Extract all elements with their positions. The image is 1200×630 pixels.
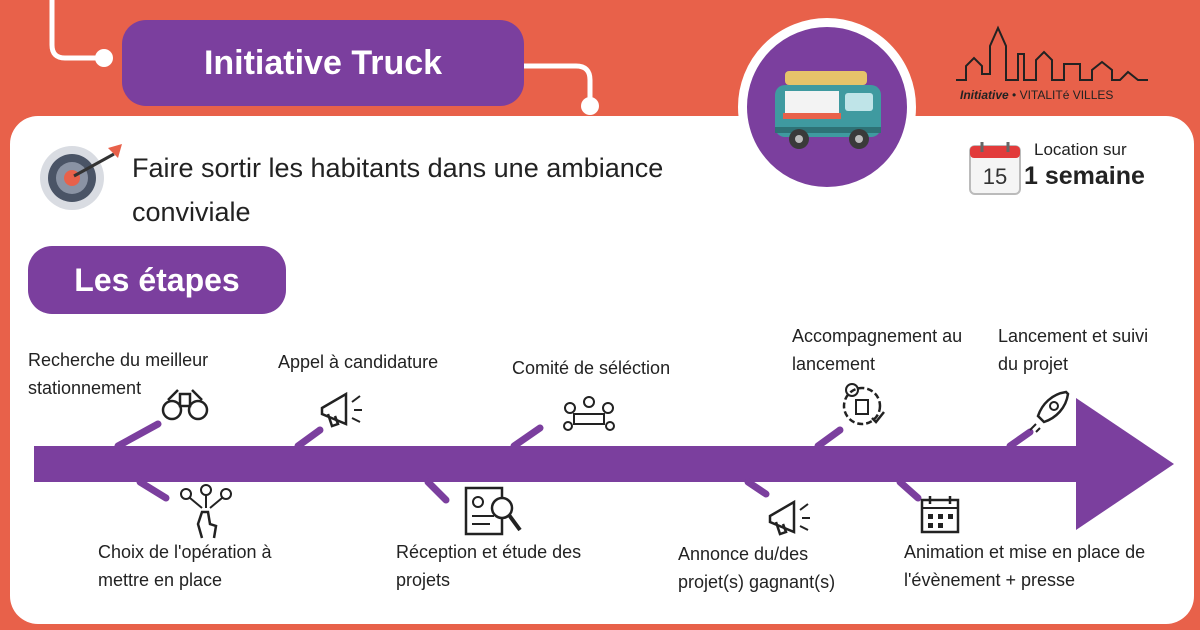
section-title: Les étapes xyxy=(74,261,240,298)
step-top-3: Comité de séléction xyxy=(512,354,670,382)
step-top-5-line1: Lancement et suivi xyxy=(998,326,1149,346)
rocket-icon xyxy=(1029,390,1070,433)
document-search-icon xyxy=(464,486,522,536)
step-bottom-4-line2: l'évènement + presse xyxy=(904,570,1076,590)
calendar-icon: 15 xyxy=(968,140,1022,196)
meeting-table-icon xyxy=(563,396,615,431)
event-calendar-icon xyxy=(920,496,960,534)
step-bottom-1: Choix de l'opération à mettre en place xyxy=(98,538,272,594)
step-top-4-line1: Accompagnement au xyxy=(792,326,963,346)
step-bottom-4-line1: Animation et mise en place de xyxy=(904,542,1146,562)
title-pill: Initiative Truck xyxy=(122,20,524,106)
logo-tagline: VITALITé VILLES xyxy=(1019,88,1114,102)
logo-initiative: Initiative xyxy=(960,88,1009,102)
food-truck-icon xyxy=(775,71,881,149)
step-bottom-3: Annonce du/des projet(s) gagnant(s) xyxy=(678,540,835,596)
step-bottom-2: Réception et étude des projets xyxy=(396,538,581,594)
step-top-1-line1: Recherche du meilleur xyxy=(28,350,209,370)
step-top-1: Recherche du meilleur stationnement xyxy=(28,346,208,402)
step-bottom-4: Animation et mise en place de l'évènemen… xyxy=(904,538,1145,594)
step-bottom-2-line1: Réception et étude des xyxy=(396,542,582,562)
location-value: 1 semaine xyxy=(1024,162,1145,190)
calendar-day: 15 xyxy=(983,164,1007,189)
page-title: Initiative Truck xyxy=(203,43,443,82)
objective-text: Faire sortir les habitants dans une ambi… xyxy=(132,153,664,227)
step-bottom-1-line1: Choix de l'opération à xyxy=(98,542,272,562)
step-top-3-line1: Comité de séléction xyxy=(512,358,671,378)
truck-badge xyxy=(738,18,916,196)
step-bottom-3-line1: Annonce du/des xyxy=(678,544,809,564)
vitalite-villes-logo xyxy=(956,25,1148,81)
step-top-4: Accompagnement au lancement xyxy=(792,322,962,378)
target-icon xyxy=(40,144,122,210)
logo-dot: • xyxy=(1012,88,1020,102)
steps-section-pill: Les étapes xyxy=(28,246,286,314)
logo-text: Initiative • VITALITé VILLES xyxy=(960,88,1113,102)
binoculars-icon xyxy=(161,389,209,421)
content-card xyxy=(10,116,1194,624)
hand-choice-icon xyxy=(180,484,232,539)
megaphone-icon-2 xyxy=(768,499,810,536)
step-top-2: Appel à candidature xyxy=(278,348,438,376)
location-label: Location sur xyxy=(1034,140,1127,159)
step-top-4-line2: lancement xyxy=(792,354,876,374)
step-bottom-1-line2: mettre en place xyxy=(98,570,223,590)
step-bottom-2-line2: projets xyxy=(396,570,451,590)
gear-support-icon xyxy=(842,383,885,426)
step-top-5-line2: du projet xyxy=(998,354,1069,374)
step-top-1-line2: stationnement xyxy=(28,378,142,398)
step-top-5: Lancement et suivi du projet xyxy=(998,322,1148,378)
megaphone-icon xyxy=(320,391,362,428)
step-bottom-3-line2: projet(s) gagnant(s) xyxy=(678,572,836,592)
step-top-2-line1: Appel à candidature xyxy=(278,352,439,372)
